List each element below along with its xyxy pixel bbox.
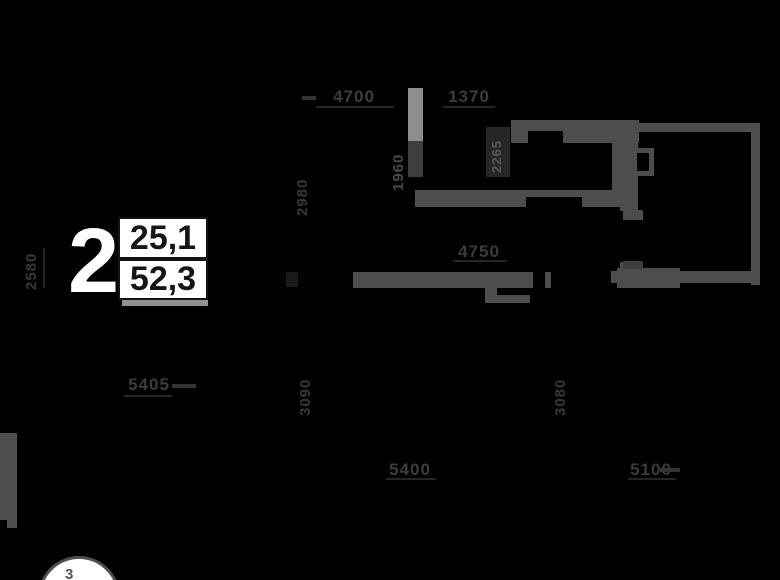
unit-living-area: 25,1 (129, 218, 197, 257)
dim-top-left: 4700 (333, 87, 375, 106)
dim-left: 5405 (128, 375, 170, 394)
wall-l-horizontal (485, 295, 530, 303)
kitchen-door-gap (526, 197, 582, 207)
dim-mid-center-underline (453, 260, 507, 262)
axis-bubble: 3 (38, 556, 120, 580)
door-frame (632, 148, 654, 176)
wall-bath-horizontal (598, 130, 615, 140)
dim-top-left-dash (302, 96, 316, 100)
wall-kitchen-bottom (415, 190, 620, 207)
dim-window-side-vertical: 1960 (390, 153, 407, 191)
wall-loggia-right (751, 123, 760, 285)
unit-area-box: 25,1 52,3 (118, 217, 208, 300)
dim-bottom-left: 5400 (389, 460, 431, 479)
dim-corridor-vertical: 2265 (489, 140, 504, 173)
dim-left-underline (124, 395, 172, 397)
dim-bottom-center-vertical: 3080 (552, 378, 569, 416)
dim-top-center-underline (443, 106, 495, 108)
wall-corridor-block (486, 127, 510, 177)
wall-mid-left (353, 272, 533, 288)
dim-top-center: 1370 (448, 87, 490, 106)
wall-hint-left (286, 272, 298, 287)
wall-bath-vertical (612, 140, 620, 192)
dim-top-left-underline (316, 106, 394, 108)
dim-far-left-line (43, 248, 45, 288)
wall-mid-right-stub (623, 261, 643, 269)
dim-bottom-right-underline (628, 478, 676, 480)
dim-bottom-left-vertical: 3090 (297, 378, 314, 416)
wall-loggia-top (639, 123, 760, 132)
wall-top-notch (528, 131, 563, 143)
badge-shadow (122, 300, 208, 306)
wall-mid-right (617, 268, 680, 288)
badge-divider (120, 256, 206, 261)
wall-under-window (408, 141, 423, 177)
dim-far-left-vertical: 2580 (23, 252, 40, 290)
window-bar (408, 88, 423, 141)
dim-room-left-vertical: 2980 (294, 178, 311, 216)
dim-bottom-left-underline (386, 478, 436, 480)
unit-rooms-count: 2 (68, 210, 120, 312)
dim-left-dash (172, 384, 196, 388)
wall-stub-below-door (623, 210, 643, 220)
dim-bottom-right-dash (660, 468, 680, 472)
wall-hall-vertical (620, 123, 638, 211)
wall-left-edge (0, 433, 17, 520)
axis-bubble-label: 3 (65, 566, 74, 580)
wall-mid-stub (545, 272, 551, 288)
dim-mid-center: 4750 (458, 242, 500, 261)
wall-left-edge-tip (7, 518, 17, 528)
dim-bottom-right: 5100 (630, 460, 672, 479)
unit-total-area: 52,3 (129, 260, 197, 299)
